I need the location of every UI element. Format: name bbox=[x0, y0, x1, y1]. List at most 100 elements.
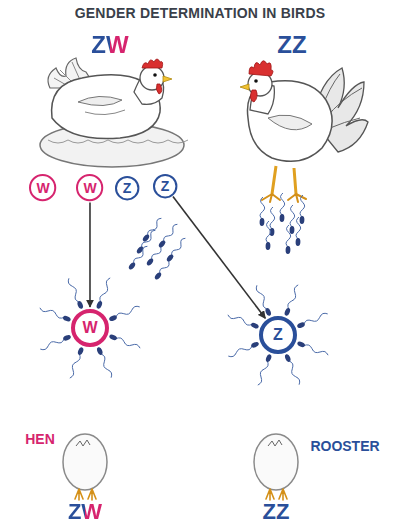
edge-group bbox=[90, 197, 265, 319]
sperm-cell bbox=[295, 217, 300, 246]
sperm-tail bbox=[116, 338, 140, 348]
chromosome-letter: W bbox=[83, 181, 96, 195]
sperm-cell bbox=[108, 306, 139, 322]
sperm-tail bbox=[228, 315, 252, 325]
sperm-tail bbox=[100, 278, 110, 302]
sperm-head bbox=[279, 214, 284, 222]
sperm-tail bbox=[256, 285, 267, 309]
sperm-tail bbox=[40, 308, 64, 318]
chromosome-label: ZZ bbox=[277, 32, 306, 58]
sperm-group bbox=[40, 193, 328, 385]
sperm-head bbox=[128, 261, 137, 270]
sperm-cell bbox=[70, 347, 85, 379]
sperm-head bbox=[77, 347, 84, 356]
chromosome-letter: Z bbox=[273, 327, 283, 343]
sperm-tail bbox=[304, 313, 328, 324]
sperm-head bbox=[284, 353, 292, 362]
egg-cell: Z bbox=[259, 316, 297, 354]
sperm-tail bbox=[300, 195, 305, 217]
rooster-egg bbox=[254, 434, 298, 500]
sperm-head bbox=[299, 216, 304, 224]
circle-shape bbox=[30, 175, 55, 200]
sperm-tail bbox=[148, 218, 162, 235]
sperm-head bbox=[146, 257, 155, 266]
sperm-cell bbox=[68, 278, 84, 309]
sperm-head bbox=[295, 238, 300, 246]
sperm-tail bbox=[101, 354, 112, 378]
sperm-cell bbox=[228, 315, 260, 330]
sperm-tail bbox=[290, 205, 295, 227]
sperm-tail bbox=[266, 221, 271, 243]
sperm-head bbox=[96, 346, 104, 355]
sperm-tail bbox=[286, 225, 291, 247]
sperm-cell bbox=[40, 334, 71, 350]
sperm-head bbox=[289, 226, 294, 234]
sperm-tail bbox=[142, 230, 156, 247]
sperm-head bbox=[250, 322, 259, 329]
sperm-cell bbox=[158, 224, 178, 248]
sperm-tail bbox=[116, 306, 140, 317]
sperm-head bbox=[142, 233, 151, 242]
sperm-head bbox=[166, 253, 175, 262]
sperm-head bbox=[62, 334, 71, 342]
sperm-cell bbox=[142, 218, 162, 242]
sperm-cell bbox=[299, 195, 304, 224]
sperm-tail bbox=[228, 346, 252, 357]
sperm-head bbox=[265, 242, 270, 250]
sperm-cell bbox=[228, 341, 259, 357]
sperm-head bbox=[284, 307, 291, 316]
sperm-head bbox=[259, 218, 264, 226]
sperm-tail bbox=[289, 361, 300, 385]
sperm-tail bbox=[68, 278, 79, 302]
hen-egg bbox=[63, 434, 107, 500]
gamete-circle: Z bbox=[153, 174, 177, 198]
sperm-head bbox=[285, 246, 290, 254]
gamete-circle: Z bbox=[115, 176, 139, 200]
chromosome-label: ZW bbox=[68, 500, 102, 524]
sperm-cell bbox=[256, 285, 272, 316]
sperm-cell bbox=[265, 221, 270, 250]
chromosome-label: ZZ bbox=[263, 500, 290, 524]
sperm-head bbox=[158, 239, 167, 248]
sperm-tail bbox=[296, 217, 301, 239]
sperm-head bbox=[250, 341, 259, 349]
sperm-cell bbox=[166, 238, 186, 262]
hen-illustration bbox=[40, 58, 188, 167]
gamete-circle: W bbox=[76, 174, 103, 201]
sperm-cell bbox=[258, 354, 273, 386]
sperm-cell bbox=[279, 193, 284, 222]
sperm-head bbox=[296, 321, 305, 329]
sperm-tail bbox=[270, 207, 275, 229]
circle-shape bbox=[154, 175, 176, 197]
sperm-head bbox=[108, 314, 117, 322]
sperm-head bbox=[264, 307, 272, 316]
sperm-cell bbox=[96, 278, 111, 310]
sperm-tail bbox=[164, 224, 178, 241]
sperm-tail bbox=[260, 197, 265, 219]
sperm-tail bbox=[258, 361, 268, 385]
circle-shape bbox=[73, 311, 107, 345]
sperm-tail bbox=[70, 354, 80, 378]
sperm-cell bbox=[40, 308, 72, 323]
sperm-cell bbox=[296, 313, 327, 329]
sex-label: ROOSTER bbox=[310, 439, 379, 454]
sperm-head bbox=[76, 300, 84, 309]
sperm-head bbox=[265, 354, 272, 363]
sperm-head bbox=[297, 341, 306, 348]
egg-cell: W bbox=[71, 309, 109, 347]
sperm-tail bbox=[40, 339, 64, 350]
rooster-illustration bbox=[240, 61, 368, 202]
sperm-tail bbox=[172, 238, 186, 255]
sperm-cell bbox=[285, 225, 290, 254]
sperm-cell bbox=[289, 205, 294, 234]
sperm-tail bbox=[280, 193, 285, 215]
sperm-cell bbox=[96, 346, 112, 377]
chromosome-letter: W bbox=[36, 181, 49, 195]
sperm-cell bbox=[136, 230, 156, 254]
sex-label: HEN bbox=[25, 432, 55, 447]
sperm-cell bbox=[284, 285, 299, 317]
chromosome-letter: Z bbox=[123, 181, 132, 195]
chromosome-letter: W bbox=[82, 320, 97, 336]
diagram-title: GENDER DETERMINATION IN BIRDS bbox=[0, 5, 400, 21]
